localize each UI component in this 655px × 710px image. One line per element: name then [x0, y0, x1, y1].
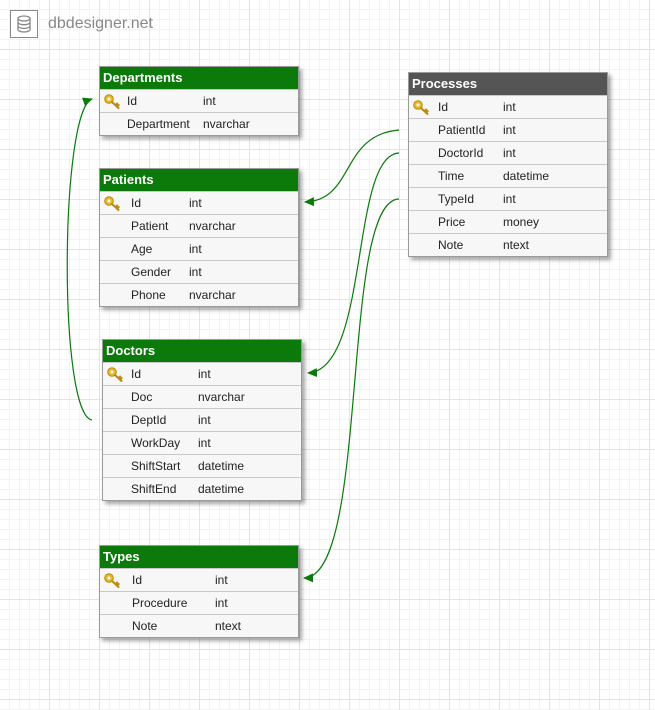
- table-types[interactable]: Types Id int Procedure int Note ntext: [99, 545, 299, 638]
- field-type: int: [503, 100, 516, 114]
- field-type: int: [189, 242, 202, 256]
- field-name: Id: [127, 94, 138, 108]
- field-row-age[interactable]: Age int: [100, 237, 298, 260]
- field-type: int: [503, 123, 516, 137]
- field-row-note[interactable]: Note ntext: [100, 614, 298, 637]
- relation-doctorid-to-doctors: [307, 152, 400, 378]
- field-row-workday[interactable]: WorkDay int: [103, 431, 301, 454]
- relation-deptid-to-departments: [66, 97, 93, 421]
- field-row-shiftend[interactable]: ShiftEnd datetime: [103, 477, 301, 500]
- primary-key-icon: [413, 100, 429, 115]
- field-type: int: [189, 265, 202, 279]
- field-name: ShiftStart: [131, 459, 181, 473]
- field-row-doctorid[interactable]: DoctorId int: [409, 141, 607, 164]
- field-name: TypeId: [438, 192, 475, 206]
- table-title[interactable]: Doctors: [103, 340, 301, 362]
- field-row-id[interactable]: Id int: [409, 95, 607, 118]
- field-type: datetime: [198, 482, 245, 496]
- field-row-patientid[interactable]: PatientId int: [409, 118, 607, 141]
- field-type: ntext: [503, 238, 530, 252]
- field-name: WorkDay: [131, 436, 181, 450]
- field-name: Id: [131, 367, 142, 381]
- field-name: DoctorId: [438, 146, 484, 160]
- field-name: Age: [131, 242, 153, 256]
- brand: dbdesigner.net: [10, 10, 153, 38]
- table-processes[interactable]: Processes Id int PatientId int DoctorId …: [408, 72, 608, 257]
- field-row-doc[interactable]: Doc nvarchar: [103, 385, 301, 408]
- field-row-phone[interactable]: Phone nvarchar: [100, 283, 298, 306]
- field-name: Gender: [131, 265, 172, 279]
- table-title[interactable]: Types: [100, 546, 298, 568]
- field-name: DeptId: [131, 413, 167, 427]
- field-row-price[interactable]: Price money: [409, 210, 607, 233]
- field-type: ntext: [215, 619, 242, 633]
- field-row-id[interactable]: Id int: [103, 362, 301, 385]
- table-doctors[interactable]: Doctors Id int Doc nvarchar DeptId int W…: [102, 339, 302, 501]
- field-type: int: [198, 413, 211, 427]
- field-row-id[interactable]: Id int: [100, 89, 298, 112]
- field-type: int: [198, 367, 211, 381]
- field-type: int: [203, 94, 216, 108]
- field-row-time[interactable]: Time datetime: [409, 164, 607, 187]
- field-row-id[interactable]: Id int: [100, 191, 298, 214]
- field-type: int: [198, 436, 211, 450]
- field-type: int: [503, 146, 516, 160]
- brand-name[interactable]: dbdesigner.net: [48, 15, 153, 32]
- table-patients[interactable]: Patients Id int Patient nvarchar Age int…: [99, 168, 299, 307]
- field-type: int: [215, 596, 228, 610]
- field-type: int: [215, 573, 228, 587]
- primary-key-icon: [104, 94, 120, 109]
- field-name: ShiftEnd: [131, 482, 177, 496]
- relation-typeid-to-types: [303, 198, 400, 583]
- field-name: Doc: [131, 390, 153, 404]
- field-row-patient[interactable]: Patient nvarchar: [100, 214, 298, 237]
- primary-key-icon: [104, 573, 120, 588]
- field-name: Note: [438, 238, 464, 252]
- field-type: datetime: [503, 169, 550, 183]
- table-title[interactable]: Departments: [100, 67, 298, 89]
- table-title[interactable]: Patients: [100, 169, 298, 191]
- relation-patientid-to-patients: [304, 129, 400, 207]
- field-row-deptid[interactable]: DeptId int: [103, 408, 301, 431]
- field-row-note[interactable]: Note ntext: [409, 233, 607, 256]
- field-row-id[interactable]: Id int: [100, 568, 298, 591]
- field-row-department[interactable]: Department nvarchar: [100, 112, 298, 135]
- field-type: datetime: [198, 459, 245, 473]
- field-type: money: [503, 215, 540, 229]
- database-icon[interactable]: [10, 10, 38, 38]
- primary-key-icon: [107, 367, 123, 382]
- field-name: Note: [132, 619, 158, 633]
- field-name: Patient: [131, 219, 169, 233]
- field-name: Price: [438, 215, 466, 229]
- field-name: Phone: [131, 288, 166, 302]
- field-type: nvarchar: [203, 117, 250, 131]
- field-type: nvarchar: [189, 288, 236, 302]
- field-name: Department: [127, 117, 190, 131]
- table-departments[interactable]: Departments Id int Department nvarchar: [99, 66, 299, 136]
- field-name: Id: [132, 573, 143, 587]
- table-title[interactable]: Processes: [409, 73, 607, 95]
- field-row-procedure[interactable]: Procedure int: [100, 591, 298, 614]
- field-name: PatientId: [438, 123, 486, 137]
- field-name: Id: [438, 100, 449, 114]
- field-type: nvarchar: [198, 390, 245, 404]
- field-name: Time: [438, 169, 465, 183]
- field-name: Procedure: [132, 596, 188, 610]
- field-row-gender[interactable]: Gender int: [100, 260, 298, 283]
- primary-key-icon: [104, 196, 120, 211]
- field-row-typeid[interactable]: TypeId int: [409, 187, 607, 210]
- field-type: nvarchar: [189, 219, 236, 233]
- field-type: int: [503, 192, 516, 206]
- field-row-shiftstart[interactable]: ShiftStart datetime: [103, 454, 301, 477]
- field-name: Id: [131, 196, 142, 210]
- field-type: int: [189, 196, 202, 210]
